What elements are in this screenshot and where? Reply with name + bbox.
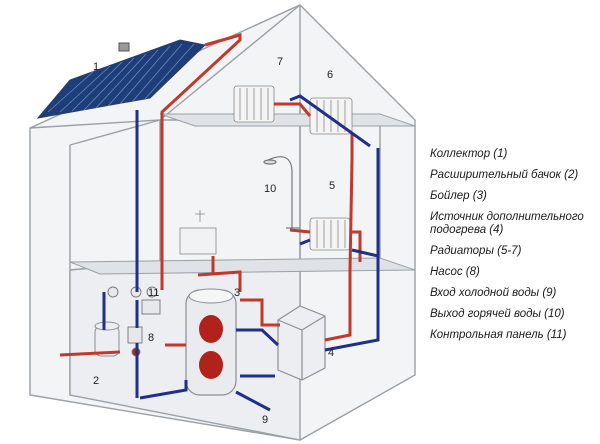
label-radiator-5: 5 bbox=[329, 180, 335, 192]
auxiliary-heater bbox=[277, 305, 326, 381]
legend-boiler: Бойлер (3) bbox=[430, 190, 487, 202]
label-radiator-7: 7 bbox=[277, 56, 283, 68]
hot-water-pipes bbox=[59, 33, 362, 357]
label-hot-outlet-10: 10 bbox=[264, 183, 276, 195]
radiator-7 bbox=[233, 85, 275, 123]
label-control-panel-11: 11 bbox=[148, 287, 159, 299]
solar-collector bbox=[36, 39, 207, 119]
label-boiler-3: 3 bbox=[234, 287, 240, 299]
label-pump-8: 8 bbox=[148, 332, 154, 344]
expansion-tank bbox=[94, 321, 120, 357]
label-radiator-6: 6 bbox=[327, 69, 333, 81]
label-expansion-2: 2 bbox=[93, 375, 99, 387]
radiator-5 bbox=[309, 217, 351, 251]
sink bbox=[179, 210, 217, 255]
shower bbox=[263, 156, 300, 229]
legend-collector: Коллектор (1) bbox=[430, 148, 508, 160]
boiler-tank bbox=[185, 288, 237, 396]
legend-control-panel: Контрольная панель (11) bbox=[430, 329, 567, 341]
legend-auxiliary-heater: Источник дополнительного подогрева (4) bbox=[430, 211, 584, 236]
legend-expansion-tank: Расширительный бачок (2) bbox=[430, 169, 579, 181]
label-heater-4: 4 bbox=[328, 347, 334, 359]
legend-radiators: Радиаторы (5-7) bbox=[430, 245, 522, 257]
control-panel bbox=[141, 286, 161, 315]
cold-water-pipes bbox=[102, 94, 380, 412]
label-collector-1: 1 bbox=[93, 61, 99, 73]
legend: Коллектор (1) Расширительный бачок (2) Б… bbox=[430, 148, 598, 350]
legend-pump: Насос (8) bbox=[430, 266, 480, 278]
legend-cold-water-inlet: Вход холодной воды (9) bbox=[430, 287, 557, 299]
legend-hot-water-outlet: Выход горячей воды (10) bbox=[430, 308, 565, 320]
label-cold-inlet-9: 9 bbox=[262, 414, 268, 426]
